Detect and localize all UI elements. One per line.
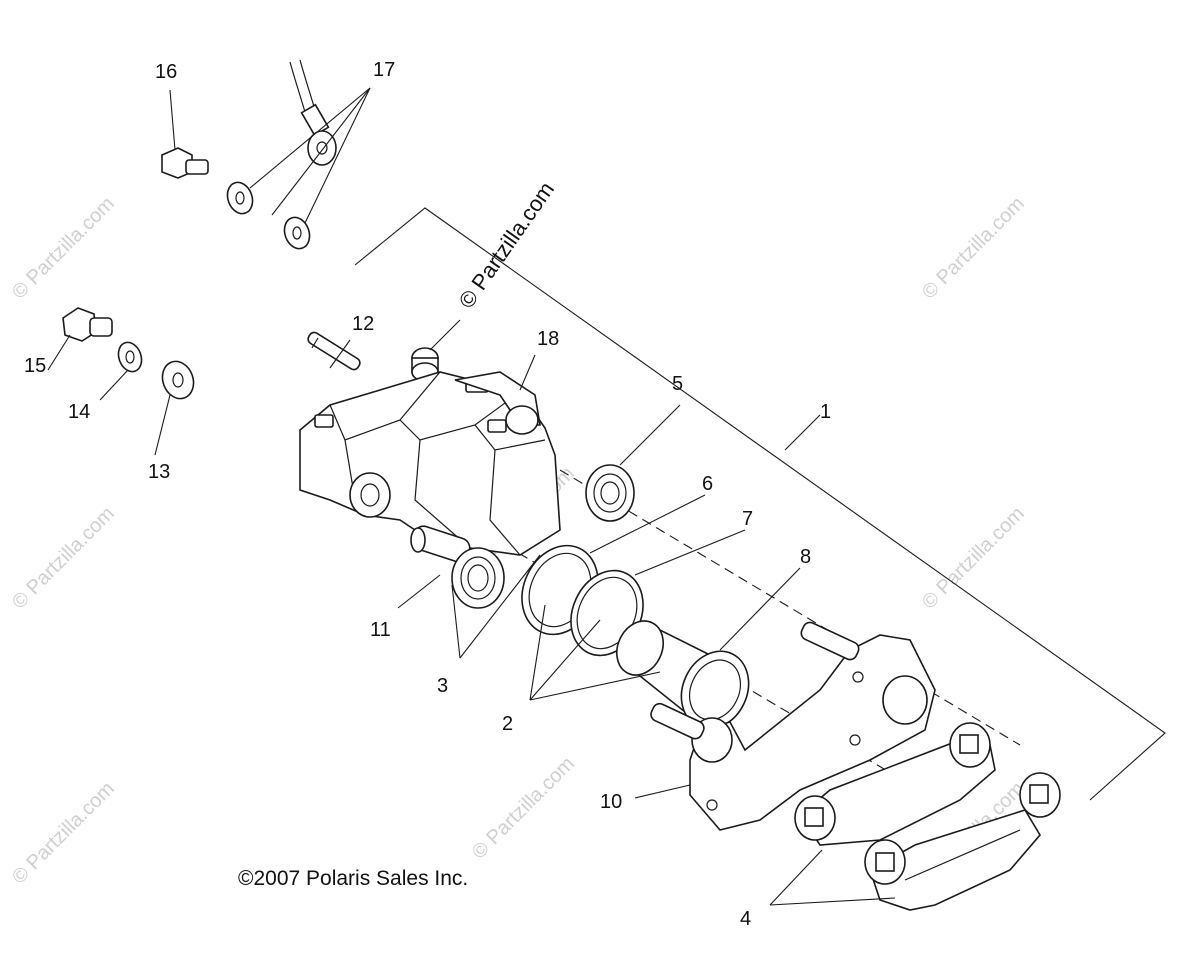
brake-pad bbox=[794, 722, 996, 846]
crush-washer bbox=[283, 216, 311, 250]
callout-label: 15 bbox=[24, 355, 46, 377]
caliper-body bbox=[299, 371, 561, 556]
callout-label: 17 bbox=[373, 59, 395, 81]
caliper-bracket bbox=[650, 621, 936, 831]
crush-washer-hole bbox=[292, 226, 302, 240]
callout-label: 10 bbox=[600, 791, 622, 813]
watermark: © Partzilla.com bbox=[468, 753, 579, 864]
callout-label: 6 bbox=[702, 473, 713, 495]
leader-lines bbox=[47, 87, 896, 906]
flat-washer-hole bbox=[172, 372, 184, 388]
slide-boot bbox=[451, 547, 505, 609]
assembly-bracket bbox=[354, 207, 1166, 801]
bleeder-screw bbox=[307, 331, 361, 371]
callout-label: 5 bbox=[672, 373, 683, 395]
watermark: © Partzilla.com bbox=[8, 503, 119, 614]
callout-label: 1 bbox=[820, 401, 831, 423]
lock-washer bbox=[117, 341, 143, 373]
crush-washer bbox=[226, 181, 254, 215]
callout-label: 14 bbox=[68, 401, 90, 423]
brake-pad bbox=[864, 772, 1061, 911]
watermark: © Partzilla.com bbox=[8, 193, 119, 304]
flat-washer bbox=[161, 360, 195, 400]
callout-label: 11 bbox=[370, 619, 391, 641]
crush-washer-hole bbox=[235, 191, 245, 205]
centerline bbox=[559, 469, 1021, 746]
callout-label: 13 bbox=[148, 461, 170, 483]
callout-label: 12 bbox=[352, 313, 374, 335]
mounting-bolt bbox=[62, 307, 113, 342]
callout-label: 8 bbox=[800, 546, 811, 568]
watermark: © Partzilla.com bbox=[8, 778, 119, 889]
brake-line bbox=[289, 59, 337, 166]
callout-label: 3 bbox=[437, 675, 448, 697]
callout-label: 16 bbox=[155, 61, 177, 83]
callout-labels: 16 17 12 18 15 14 13 1 5 6 7 8 11 3 2 10… bbox=[24, 59, 831, 930]
callout-label: 4 bbox=[740, 908, 751, 930]
callout-label: 2 bbox=[502, 713, 513, 735]
callout-label: 18 bbox=[537, 328, 559, 350]
watermark: © Partzilla.com bbox=[918, 193, 1029, 304]
lock-washer-hole bbox=[125, 350, 135, 364]
copyright-notice: ©2007 Polaris Sales Inc. bbox=[238, 867, 468, 890]
slide-boot bbox=[585, 464, 635, 522]
callout-label: 7 bbox=[742, 508, 753, 530]
banjo-bolt bbox=[161, 147, 209, 179]
caliper-piston bbox=[616, 620, 750, 730]
